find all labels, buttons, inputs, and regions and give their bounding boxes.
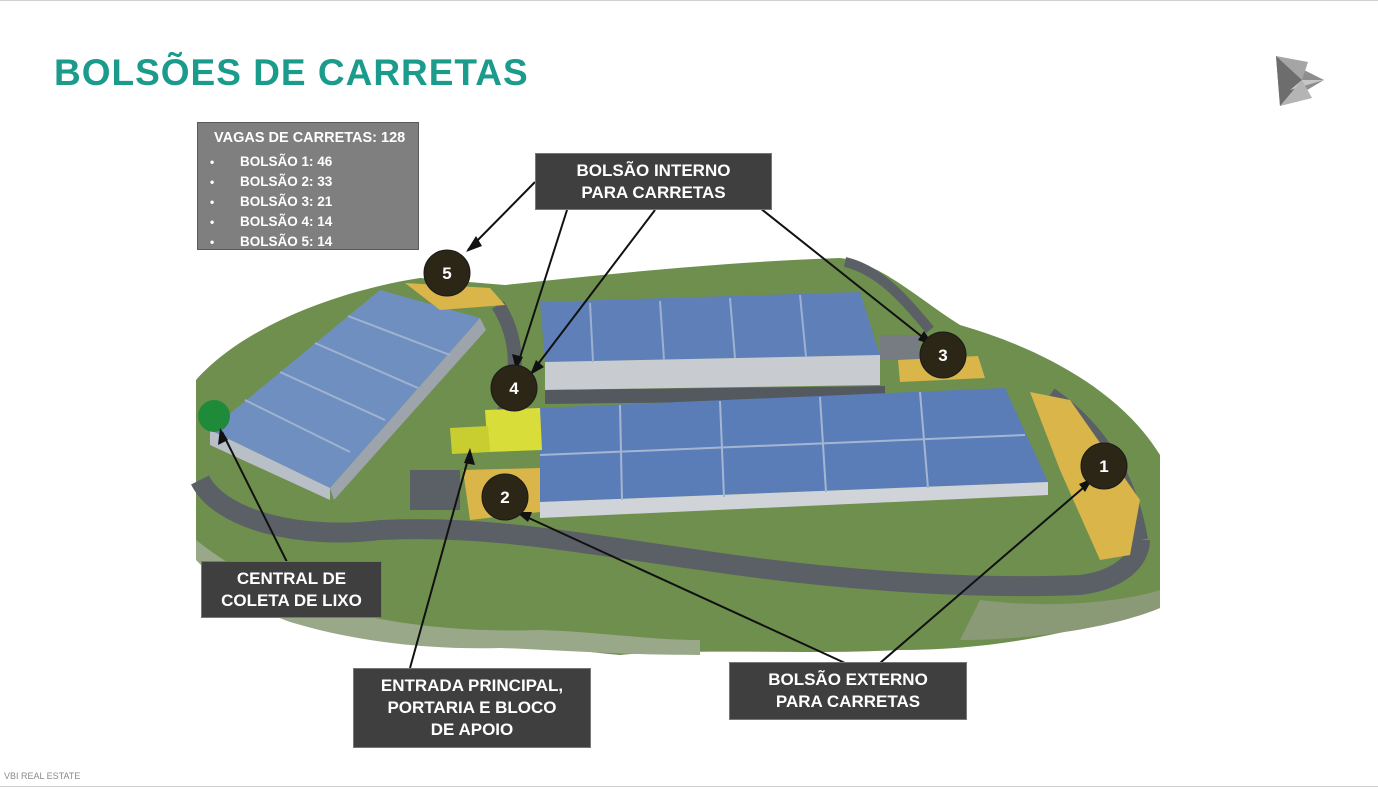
label-external-parking: BOLSÃO EXTERNO PARA CARRETAS <box>729 662 967 720</box>
label-line: BOLSÃO INTERNO <box>576 160 731 180</box>
slide-title: BOLSÕES DE CARRETAS <box>54 52 529 93</box>
marker-3-label: 3 <box>938 346 947 365</box>
warehouse-top <box>540 292 880 362</box>
marker-4: 4 <box>490 364 538 412</box>
footer-text: VBI REAL ESTATE <box>4 771 81 781</box>
support-block <box>485 408 542 452</box>
marker-4-label: 4 <box>509 379 519 398</box>
list-item: BOLSÃO 1: 46 <box>210 152 332 172</box>
list-item: BOLSÃO 3: 21 <box>210 192 332 212</box>
list-item: BOLSÃO 4: 14 <box>210 212 332 232</box>
company-logo-icon <box>1276 56 1324 106</box>
label-line: PARA CARRETAS <box>775 692 921 711</box>
capacity-list: BOLSÃO 1: 46 BOLSÃO 2: 33 BOLSÃO 3: 21 B… <box>210 152 332 252</box>
waste-collection-point <box>198 400 230 432</box>
parking-capacity-box: VAGAS DE CARRETAS: 128 BOLSÃO 1: 46 BOLS… <box>197 122 419 252</box>
label-line: CENTRAL DE <box>236 568 347 588</box>
marker-2-label: 2 <box>500 488 509 507</box>
marker-1: 1 <box>1080 442 1128 490</box>
label-main-entrance: ENTRADA PRINCIPAL, PORTARIA E BLOCO DE A… <box>353 668 591 748</box>
label-line: DE APOIO <box>430 720 514 739</box>
label-line: COLETA DE LIXO <box>221 590 362 610</box>
label-line: PORTARIA E BLOCO <box>387 698 557 717</box>
label-line: ENTRADA PRINCIPAL, <box>380 676 564 695</box>
capacity-heading: VAGAS DE CARRETAS: 128 <box>214 130 406 146</box>
label-line: PARA CARRETAS <box>581 182 726 202</box>
marker-5: 5 <box>423 249 471 297</box>
warehouse-left <box>210 290 480 488</box>
label-line: BOLSÃO EXTERNO <box>768 670 928 689</box>
label-internal-parking: BOLSÃO INTERNO PARA CARRETAS <box>535 153 772 210</box>
list-item: BOLSÃO 2: 33 <box>210 172 332 192</box>
bottom-divider <box>0 786 1378 787</box>
parking-area-5 <box>405 283 505 310</box>
marker-5-label: 5 <box>442 264 451 283</box>
perimeter-road <box>191 474 1150 597</box>
marker-2: 2 <box>481 473 529 521</box>
label-waste-collection: CENTRAL DE COLETA DE LIXO <box>201 561 382 618</box>
list-item: BOLSÃO 5: 14 <box>210 232 332 252</box>
top-divider <box>0 0 1378 1</box>
marker-1-label: 1 <box>1099 457 1108 476</box>
marker-3: 3 <box>919 331 967 379</box>
